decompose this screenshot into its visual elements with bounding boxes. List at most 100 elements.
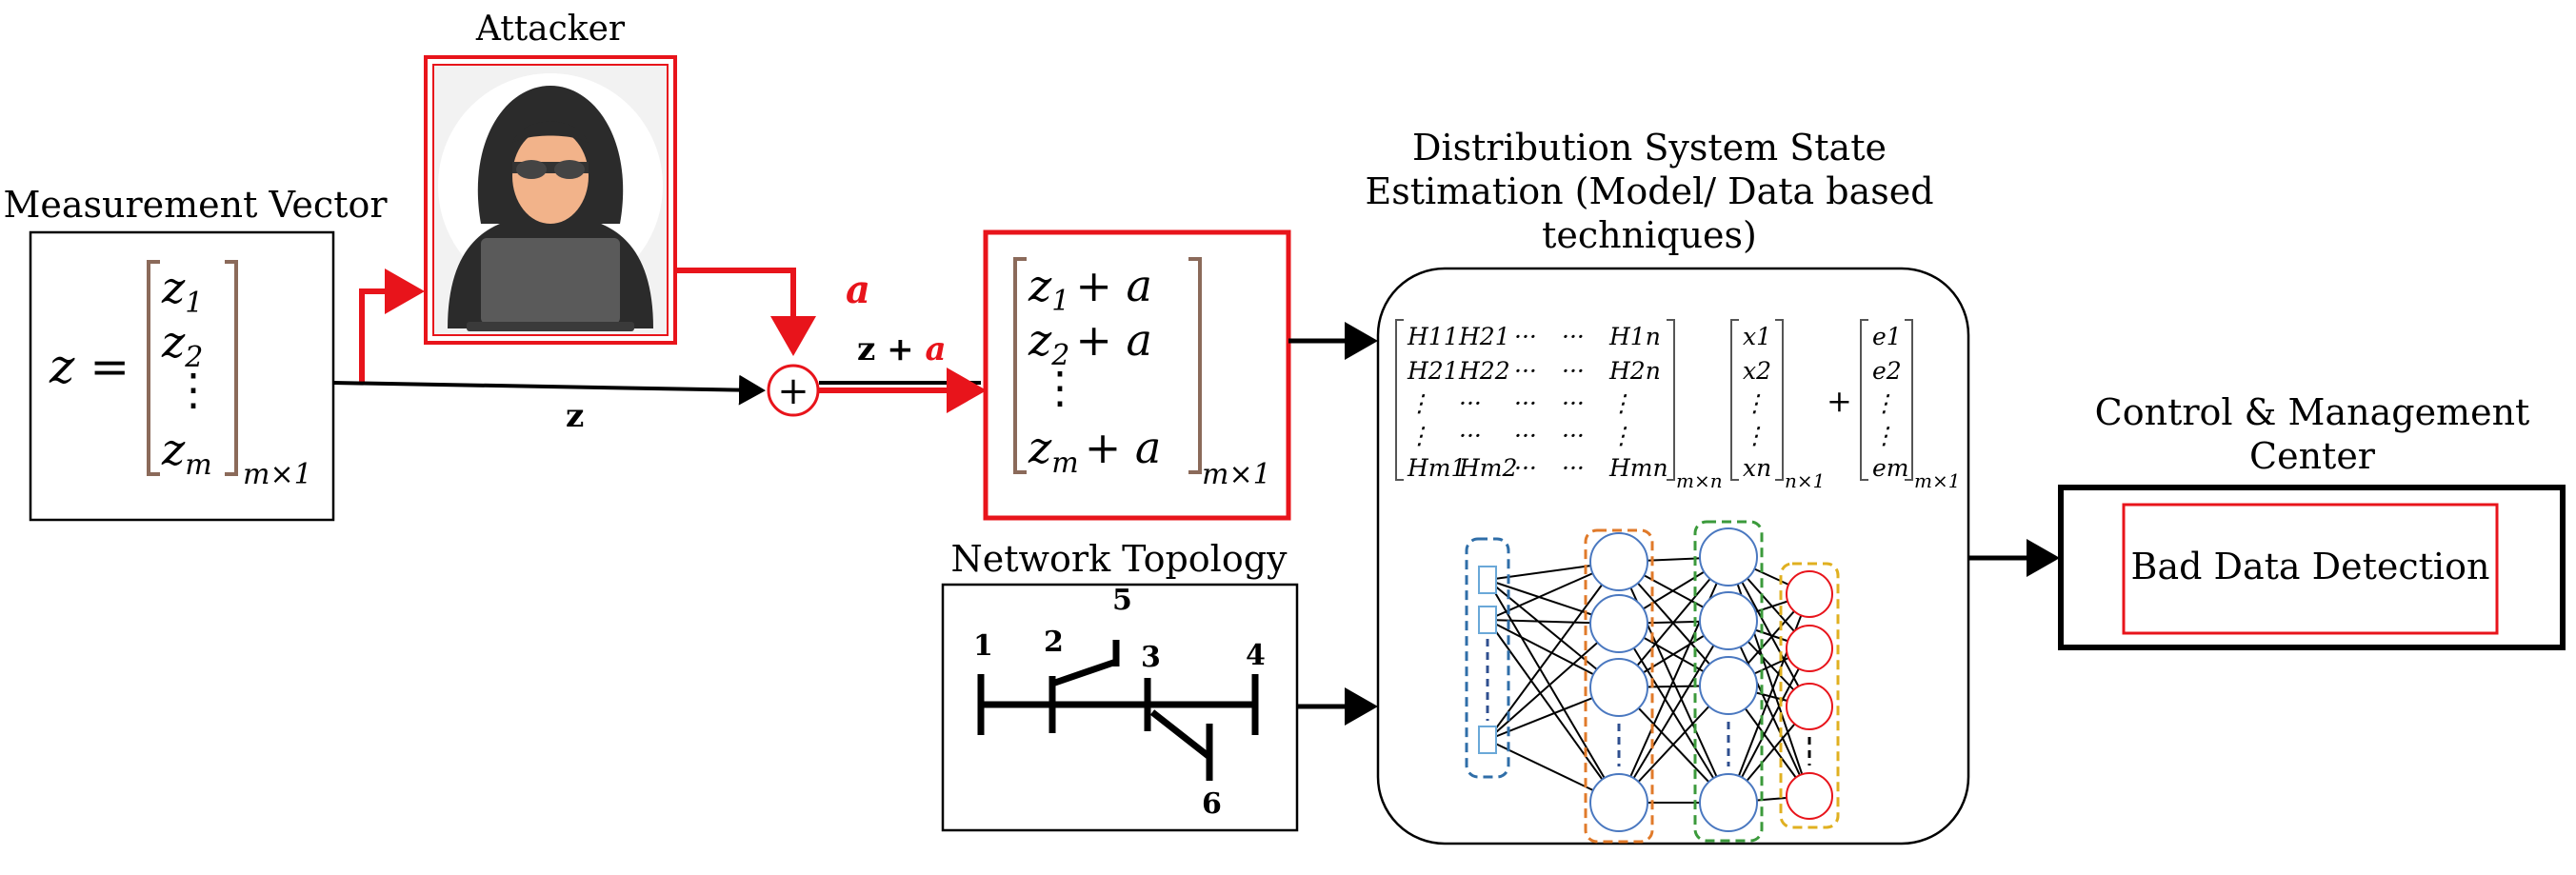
z-main-line [332,374,766,406]
H-cell: ··· [1514,357,1537,385]
measurement-lhs: z = [49,339,130,394]
corrupted-vdots: ⋮ [1038,362,1082,413]
nn-connection [1487,579,1620,804]
nn-connection [1487,561,1620,741]
H-cell: ⋮ [1609,389,1633,417]
H-cell: ··· [1459,389,1482,417]
attack-output-line [675,268,816,356]
network-title: Network Topology [951,538,1288,580]
dsse-title: Distribution System State Estimation (Mo… [1365,127,1933,256]
e-entry: ⋮ [1872,389,1896,417]
H-right-bracket [1667,319,1675,481]
measurement-box [29,230,335,522]
H-cell: H21 [1458,323,1510,350]
H-cell: H11 [1407,323,1459,350]
H-cell: H22 [1458,357,1510,385]
meas-sub-2: 2 [184,341,203,374]
H-cell: ··· [1562,357,1585,385]
node-4: 4 [1246,639,1266,672]
H-cell: ⋮ [1408,389,1431,417]
e-entry: e2 [1872,357,1902,385]
bad-data-detection-label: Bad Data Detection [2131,546,2490,587]
measurement-left-bracket [147,260,160,476]
nn-node [1786,625,1833,672]
H-cell: ··· [1514,454,1537,482]
H-cell: Hmn [1608,454,1668,482]
e-right-bracket [1905,319,1913,481]
H-cell: ··· [1562,422,1585,449]
nn-layer-box [1779,562,1840,829]
node-1: 1 [973,629,993,663]
x-entry: ⋮ [1743,389,1767,417]
network-graph [977,640,1259,781]
x-left-bracket [1730,319,1739,481]
corrupted-left-bracket [1013,257,1027,474]
adder-out-attack: a [925,330,946,368]
svg-text:techniques): techniques) [1542,214,1757,256]
corrupted-box [983,229,1291,521]
node-2: 2 [1044,626,1064,659]
adder-circle [767,364,820,417]
nn-node [1786,683,1833,730]
H-cell: ··· [1562,389,1585,417]
x-dim: n×1 [1785,469,1825,492]
corrupted-dim: m×1 [1202,458,1271,491]
H-cell: ··· [1459,422,1482,449]
corrupted-right-bracket [1188,257,1202,474]
meas-sub-1: 1 [185,287,203,320]
measurement-right-bracket [225,260,238,476]
nn-layer-box [1584,528,1654,844]
nn-node [1699,656,1758,715]
node-6: 6 [1202,787,1222,821]
nn-connection [1487,619,1620,804]
e-entry: em [1872,454,1909,482]
svg-text:Estimation (Model/ Data based: Estimation (Model/ Data based [1365,170,1933,212]
hacker-icon [438,73,663,331]
svg-text:Center: Center [2249,435,2376,477]
node-3: 3 [1141,641,1161,674]
nn-node [1589,594,1648,653]
bad-data-detection-box [2122,503,2499,635]
meas-vdots: ⋮ [171,364,215,415]
nn-input-node [1478,566,1497,594]
H-cell: ⋮ [1609,422,1633,449]
H-cell: H2n [1608,357,1661,385]
svg-text:zm: zm [161,424,212,482]
svg-text:Distribution System State: Distribution System State [1412,127,1887,169]
meas-var-1: z [161,262,186,313]
nn-input-node [1478,606,1497,634]
nn-node [1589,658,1648,717]
nn-node [1786,570,1833,618]
x-entry: ⋮ [1743,422,1767,449]
nn-node [1589,532,1648,591]
attacker-title: Attacker [475,10,626,49]
nn-node [1699,527,1758,587]
H-cell: Hm2 [1458,454,1517,482]
e-entry: e1 [1872,323,1902,350]
adder-output-label: z + a [857,330,947,368]
network-node-labels: 1 2 3 4 5 6 [973,584,1266,821]
x-entry: xn [1743,454,1771,482]
nn-connection [1618,620,1729,804]
H-cell: ··· [1514,389,1537,417]
meas-var-m: z [161,424,186,475]
H-cell: Hm1 [1407,454,1466,482]
H-cell: ··· [1514,323,1537,350]
nn-layer-box [1693,520,1764,843]
x-vector: x1 x2 ⋮ ⋮ xn [1743,323,1771,482]
H-cell: ··· [1562,454,1585,482]
attack-branch-line [359,268,425,383]
x-entry: x1 [1743,323,1771,350]
svg-text:z1+ a: z1+ a [1028,260,1152,318]
H-left-bracket [1395,319,1404,481]
nn-node [1699,773,1758,832]
e-dim: m×1 [1914,469,1960,492]
measurement-entries: z1 z2 ⋮ zm [161,262,215,482]
x-entry: x2 [1743,357,1771,385]
z-line-label: z [566,397,584,435]
e-left-bracket [1860,319,1868,481]
H-cell: ··· [1562,323,1585,350]
dsse-plus: + [1827,383,1852,419]
